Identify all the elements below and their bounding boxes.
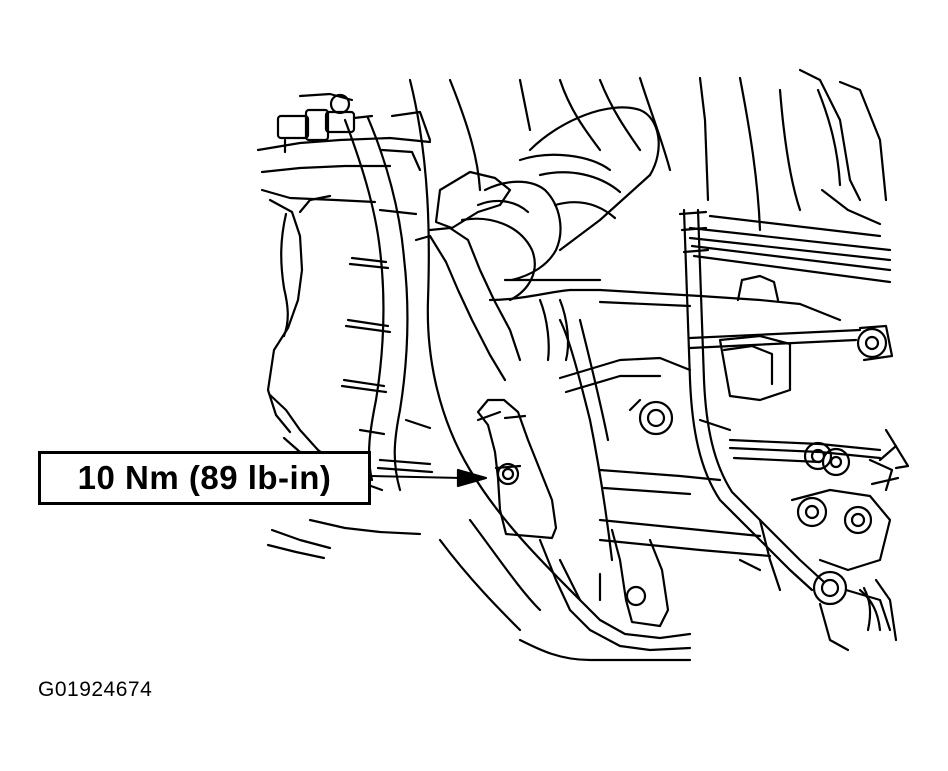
bracket-bolt	[498, 464, 518, 484]
arrow-right-icon	[458, 470, 486, 486]
callout-leader	[372, 470, 486, 486]
bell-housing	[258, 94, 430, 558]
mounting-bracket	[416, 172, 556, 538]
shift-linkage	[680, 210, 892, 650]
main-case	[410, 70, 890, 600]
ribbed-flange	[342, 112, 432, 490]
torque-spec-label: 10 Nm (89 lb-in)	[77, 459, 332, 496]
right-bracket	[730, 430, 908, 640]
shift-cable-tube	[462, 107, 659, 360]
figure-id: G01924674	[38, 678, 153, 701]
lower-support	[440, 320, 690, 660]
valve-body	[560, 276, 840, 590]
torque-callout-box: 10 Nm (89 lb-in)	[38, 451, 371, 505]
